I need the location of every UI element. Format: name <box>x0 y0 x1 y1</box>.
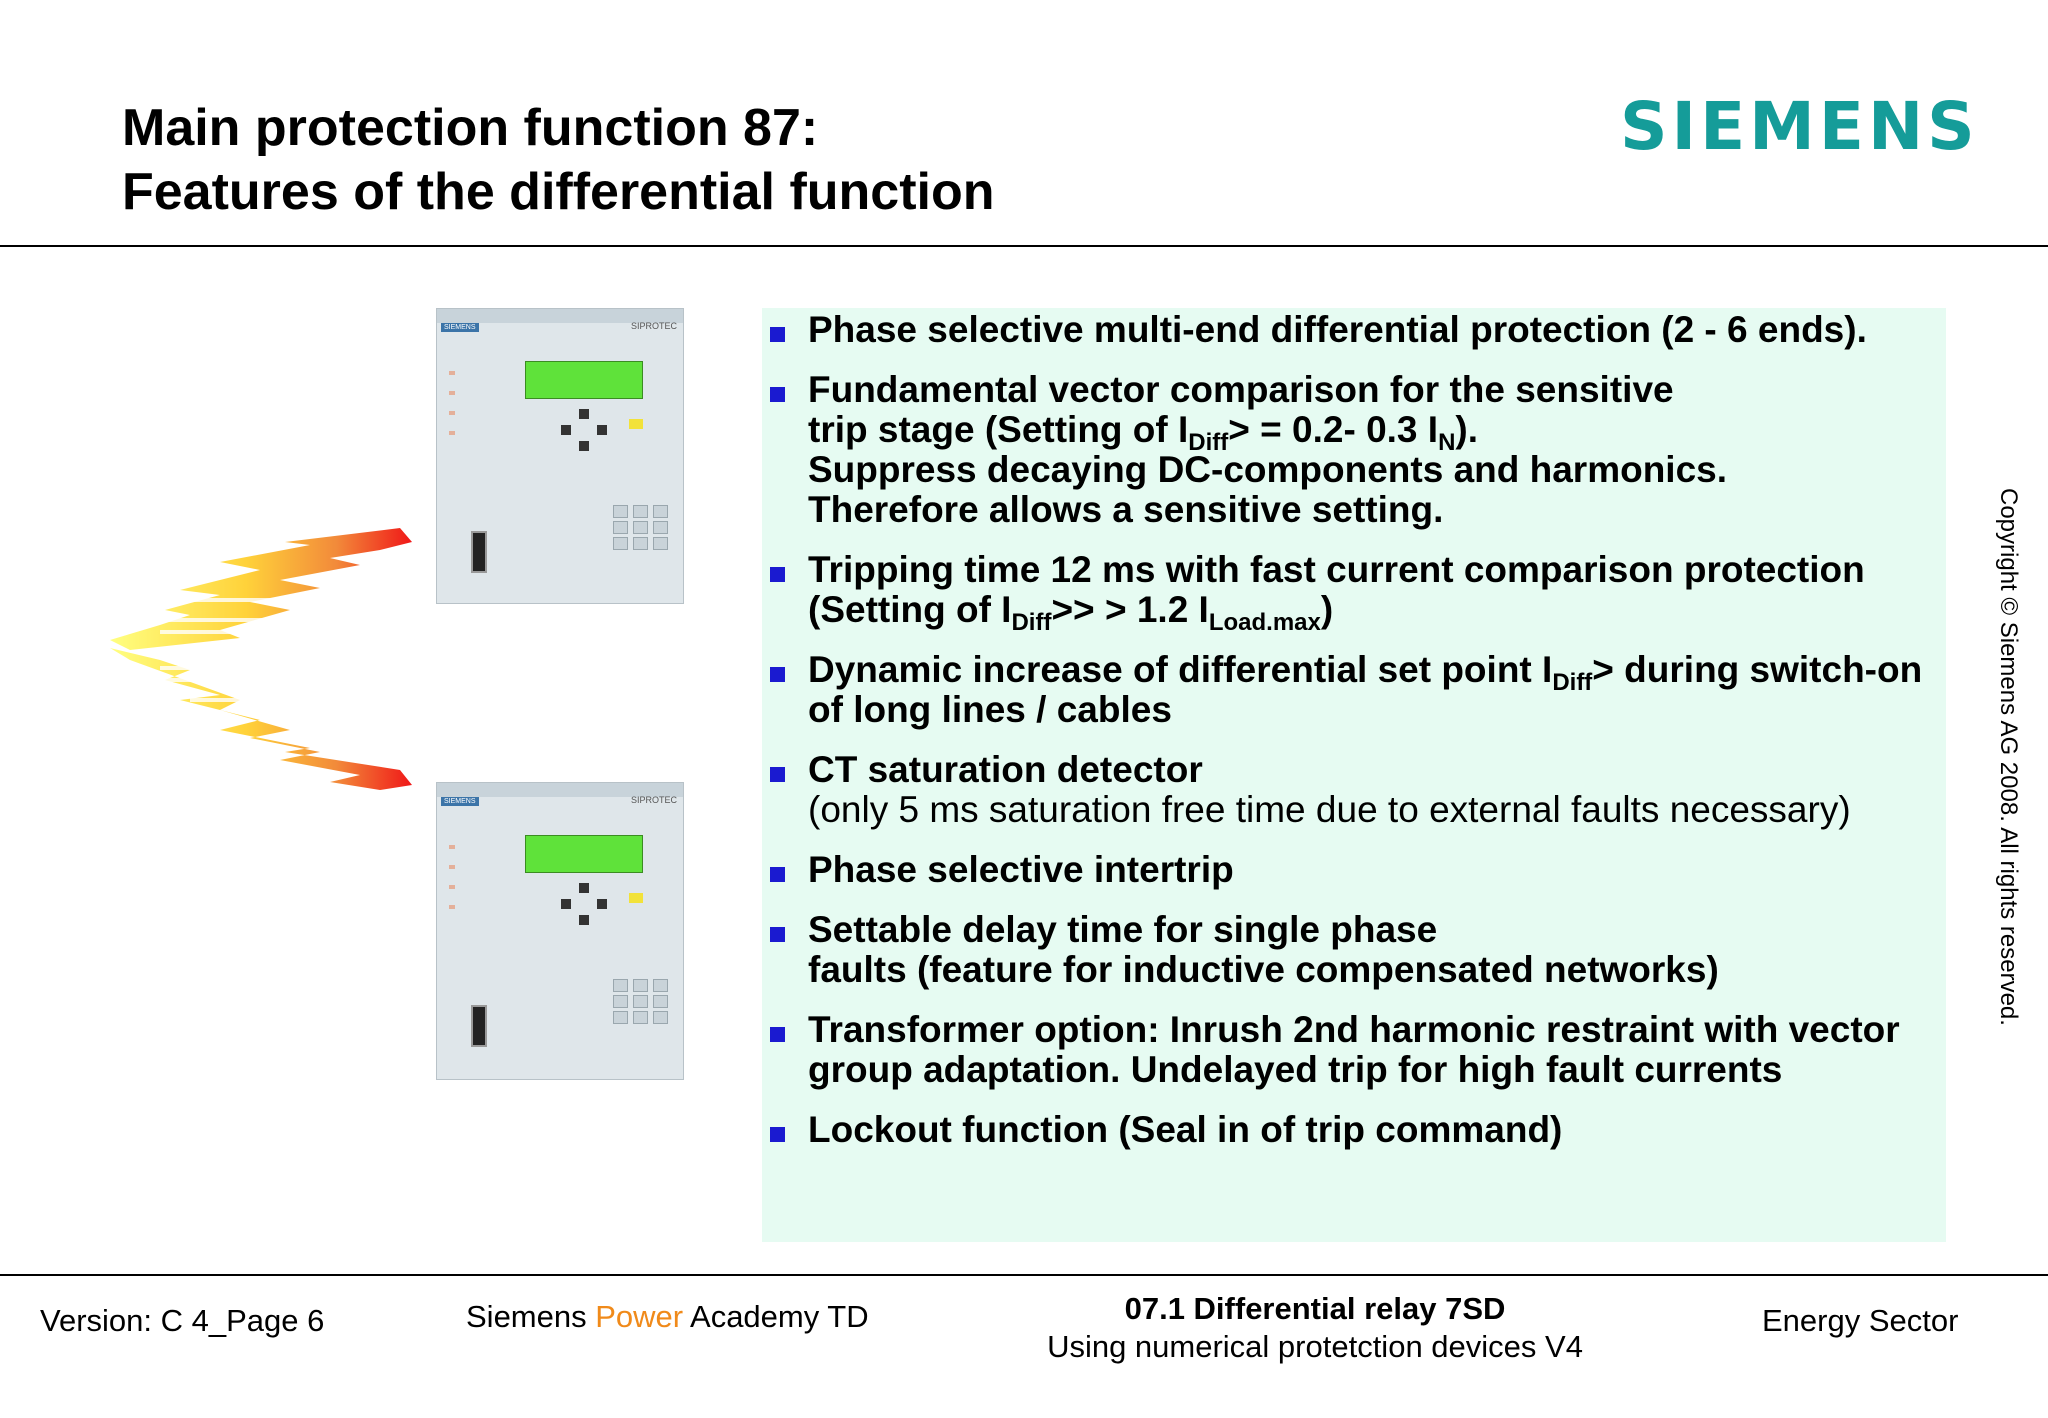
nav-right-icon <box>597 425 607 435</box>
device-display <box>525 361 643 399</box>
list-item: Phase selective intertrip <box>770 850 1940 890</box>
led <box>449 905 455 909</box>
device-port <box>471 531 487 573</box>
bullet-square-icon <box>770 1127 785 1142</box>
bullet-square-icon <box>770 567 785 582</box>
led <box>449 391 455 395</box>
led <box>449 845 455 849</box>
relay-device-bottom: SIEMENS SIPROTEC <box>436 782 684 1080</box>
nav-down-icon <box>579 915 589 925</box>
bolt-lower <box>110 648 412 790</box>
led <box>449 371 455 375</box>
siemens-logo: SIEMENS <box>1620 88 1979 165</box>
led <box>449 885 455 889</box>
device-model: SIPROTEC <box>630 321 677 331</box>
bullet-square-icon <box>770 327 785 342</box>
bullet-square-icon <box>770 387 785 402</box>
relay-device-top: SIEMENS SIPROTEC <box>436 308 684 604</box>
slide-title: Main protection function 87: Features of… <box>122 96 995 224</box>
device-port <box>471 1005 487 1047</box>
course-title: 07.1 Differential relay 7SD <box>1124 1291 1506 1326</box>
copyright-notice: Copyright © Siemens AG 2008. All rights … <box>1995 488 2022 1026</box>
bullet-square-icon <box>770 1027 785 1042</box>
title-line-2: Features of the differential function <box>122 163 995 221</box>
list-item: Settable delay time for single phase fau… <box>770 910 1940 990</box>
device-menu-key <box>629 893 643 903</box>
footer-course: 07.1 Differential relay 7SD Using numeri… <box>1000 1290 1630 1366</box>
device-keypad <box>613 979 673 1037</box>
header-divider <box>0 245 2048 247</box>
led <box>449 431 455 435</box>
nav-up-icon <box>579 409 589 419</box>
footer-academy: Siemens Power Academy TD <box>466 1299 869 1334</box>
device-top-bar <box>437 309 683 323</box>
device-brand: SIEMENS <box>441 323 479 332</box>
bullet-square-icon <box>770 927 785 942</box>
device-menu-key <box>629 419 643 429</box>
list-item: CT saturation detector (only 5 ms satura… <box>770 750 1940 830</box>
signal-bolt-graphic <box>110 528 412 790</box>
nav-left-icon <box>561 899 571 909</box>
bullet-square-icon <box>770 667 785 682</box>
bullet-square-icon <box>770 767 785 782</box>
footer-sector: Energy Sector <box>1762 1303 1959 1338</box>
nav-right-icon <box>597 899 607 909</box>
list-item: Tripping time 12 ms with fast current co… <box>770 550 1940 635</box>
device-keypad <box>613 505 673 563</box>
footer-divider <box>0 1274 2048 1276</box>
list-item: Phase selective multi-end differential p… <box>770 310 1940 350</box>
footer-version: Version: C 4_Page 6 <box>40 1303 325 1338</box>
device-display <box>525 835 643 873</box>
nav-up-icon <box>579 883 589 893</box>
list-item: Dynamic increase of differential set poi… <box>770 650 1940 730</box>
device-model: SIPROTEC <box>630 795 677 805</box>
nav-down-icon <box>579 441 589 451</box>
led <box>449 411 455 415</box>
list-item: Lockout function (Seal in of trip comman… <box>770 1110 1940 1150</box>
nav-left-icon <box>561 425 571 435</box>
features-panel <box>762 308 1946 1242</box>
led <box>449 865 455 869</box>
list-item: Transformer option: Inrush 2nd harmonic … <box>770 1010 1940 1090</box>
bullet-square-icon <box>770 867 785 882</box>
device-brand: SIEMENS <box>441 797 479 806</box>
list-item: Fundamental vector comparison for the se… <box>770 370 1940 530</box>
device-top-bar <box>437 783 683 797</box>
title-line-1: Main protection function 87: <box>122 99 819 157</box>
features-list: Phase selective multi-end differential p… <box>770 310 1940 1170</box>
course-subtitle: Using numerical protetction devices V4 <box>1047 1329 1583 1364</box>
